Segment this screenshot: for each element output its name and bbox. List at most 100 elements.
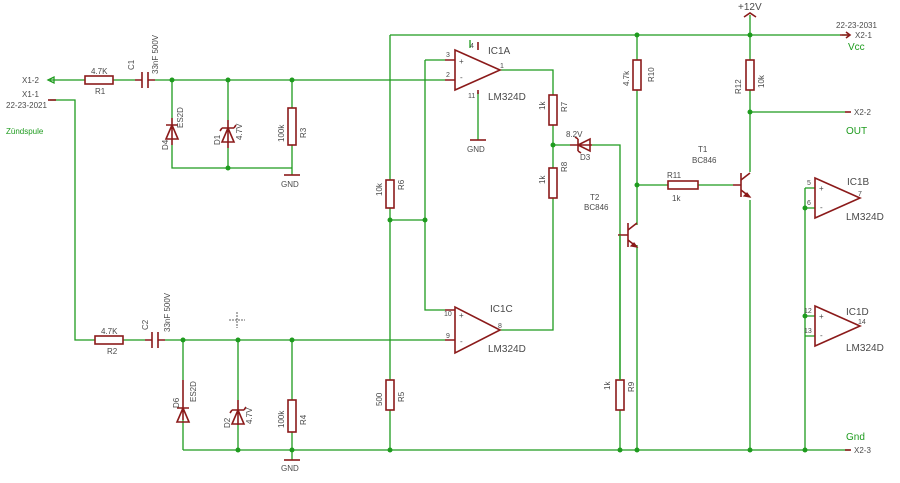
r9-value: 1k <box>603 381 612 390</box>
resistor-r3[interactable]: 100k R3 <box>277 107 308 146</box>
c1-name: C1 <box>127 59 136 70</box>
ic1d-value: LM324D <box>846 343 884 354</box>
resistor-r10[interactable]: 4.7k R10 <box>622 59 656 91</box>
ic1b-plus-sign: + <box>819 184 824 193</box>
c1-value: 33nF 500V <box>151 34 160 74</box>
supply-12v-label: +12V <box>738 2 762 13</box>
resistor-r11[interactable]: R11 1k <box>667 171 699 203</box>
ic1d-pin12: 12 <box>804 308 812 315</box>
d2-value: 4.7V <box>245 407 254 424</box>
r8-name: R8 <box>560 161 569 172</box>
junctions <box>169 32 808 453</box>
ic1d-name: IC1D <box>846 307 869 318</box>
t2-name: T2 <box>590 193 600 202</box>
r2-name: R2 <box>107 347 118 356</box>
opamp-ic1a[interactable]: + - 3 2 1 4 11 IC1A LM324D <box>445 42 526 103</box>
opamp-ic1b[interactable]: + - 5 6 7 IC1B LM324D <box>807 176 884 223</box>
gnd-label-2: GND <box>467 145 485 154</box>
ic1a-pin1: 1 <box>500 63 504 70</box>
r7-name: R7 <box>560 101 569 112</box>
ic1c-pin10: 10 <box>444 311 452 318</box>
r6-name: R6 <box>397 179 406 190</box>
c2-value: 33nF 500V <box>163 292 172 332</box>
capacitor-c1[interactable]: C1 33nF 500V <box>127 34 160 88</box>
supply-12v-symbol: +12V <box>738 2 762 18</box>
ic1d-pin13: 13 <box>804 328 812 335</box>
r3-value: 100k <box>277 124 286 142</box>
connector-x2-1[interactable]: X2-1 22-23-2031 Vcc <box>836 21 877 53</box>
resistor-r8[interactable]: 1k R8 <box>538 161 569 199</box>
ic1d-plus-sign: + <box>819 312 824 321</box>
x1-1-wire <box>50 99 95 341</box>
resistor-r7[interactable]: 1k R7 <box>538 94 569 126</box>
ic1a-name: IC1A <box>488 46 511 57</box>
d1-name: D1 <box>213 134 222 145</box>
d4-wire <box>171 80 292 169</box>
ic1a-minus-sign: - <box>460 73 463 82</box>
d3-name: D3 <box>580 153 591 162</box>
r2-value: 4.7K <box>101 327 118 336</box>
x1-1-tag: 22-23-2021 <box>6 101 47 110</box>
r11-name: R11 <box>667 171 682 180</box>
diode-d4[interactable]: D4 ES2D <box>161 107 185 150</box>
gnd-symbol-2: GND <box>467 139 486 154</box>
connector-x2-3[interactable]: X2-3 Gnd <box>845 432 871 455</box>
zener-d3[interactable]: 8.2V D3 <box>566 130 592 162</box>
ic1a-out-wire <box>500 69 554 95</box>
resistor-r6[interactable]: 10k R6 <box>375 179 406 209</box>
ic1d-pin14: 14 <box>858 319 866 326</box>
r8-ic1c-wire <box>500 198 554 331</box>
transistor-t2[interactable]: T2 BC846 <box>584 193 639 248</box>
r5-value: 500 <box>375 392 384 406</box>
resistor-r5[interactable]: 500 R5 <box>375 379 406 411</box>
ic1a-pin3: 3 <box>446 52 450 59</box>
x1-2-label: X1-2 <box>22 76 39 85</box>
x2-2-label: X2-2 <box>854 108 871 117</box>
opamp-ic1c[interactable]: + - 10 9 8 IC1C LM324D <box>444 304 526 355</box>
r4-value: 100k <box>277 410 286 428</box>
out-net-label: OUT <box>846 126 867 137</box>
resistor-r2[interactable]: 4.7K R2 <box>94 327 124 356</box>
vcc-net-label: Vcc <box>848 42 865 53</box>
d6-value: ES2D <box>189 381 198 402</box>
resistor-r12[interactable]: R12 10k <box>734 59 766 94</box>
d4-name: D4 <box>161 139 170 150</box>
r12-value: 10k <box>757 74 766 88</box>
ic1a-pin4: 4 <box>470 43 474 50</box>
x2-3-label: X2-3 <box>854 446 871 455</box>
ic1a-pin11: 11 <box>468 93 475 100</box>
resistor-r1[interactable]: 4.7K R1 <box>84 67 114 96</box>
d4-value: ES2D <box>176 107 185 128</box>
r10-name: R10 <box>647 67 656 82</box>
r1-value: 4.7K <box>91 67 108 76</box>
wires <box>50 15 850 460</box>
connector-x1-2[interactable]: X1-2 <box>22 75 55 85</box>
r10-value: 4.7k <box>622 70 631 86</box>
d1-value: 4.7V <box>235 123 244 140</box>
transistor-t1[interactable]: T1 BC846 <box>692 145 752 198</box>
ic1a-value: LM324D <box>488 92 526 103</box>
ic1c-minus-sign: - <box>460 337 463 346</box>
ic1d-minus-sign: - <box>820 331 823 340</box>
gnd-symbol-1: GND <box>281 174 300 189</box>
diode-d6[interactable]: D6 ES2D <box>172 380 198 423</box>
connector-x1-1[interactable]: X1-1 22-23-2021 Zündspule <box>6 90 56 136</box>
ic1c-value: LM324D <box>488 344 526 355</box>
zener-d2[interactable]: D2 4.7V <box>223 400 254 428</box>
t2-value: BC846 <box>584 203 609 212</box>
d3-value: 8.2V <box>566 130 583 139</box>
zener-d1[interactable]: D1 4.7V <box>213 120 244 148</box>
resistor-r4[interactable]: 100k R4 <box>277 399 308 433</box>
r5-name: R5 <box>397 391 406 402</box>
connector-x2-2[interactable]: X2-2 OUT <box>845 108 871 137</box>
capacitor-c2[interactable]: C2 33nF 500V <box>141 292 172 348</box>
resistor-r9[interactable]: 1k R9 <box>603 379 636 411</box>
d2-name: D2 <box>223 417 232 428</box>
r3-name: R3 <box>299 127 308 138</box>
opamp-ic1d[interactable]: + - 12 13 14 IC1D LM324D <box>804 304 884 354</box>
r7-value: 1k <box>538 101 547 110</box>
ic1b-pin5: 5 <box>807 180 811 187</box>
gnd-label-1: GND <box>281 180 299 189</box>
